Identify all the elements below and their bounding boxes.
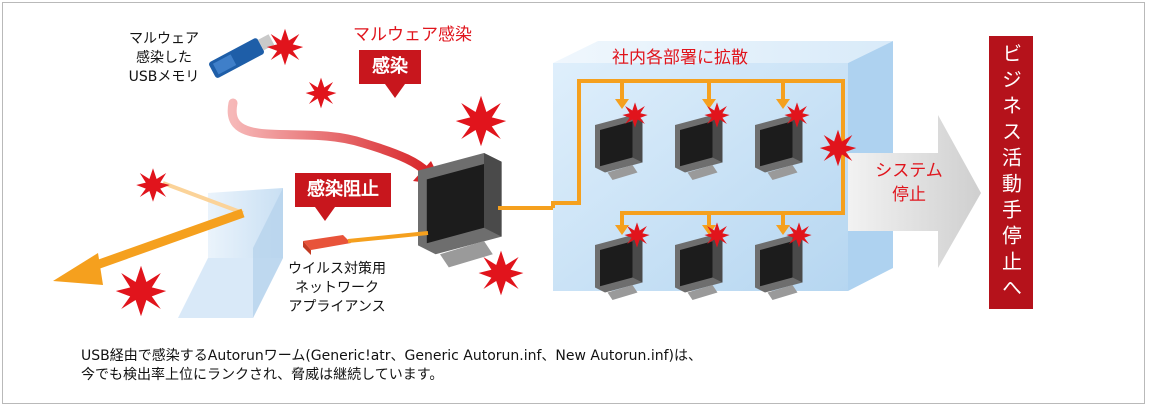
malware-infection-label: マルウェア感染 <box>353 25 472 45</box>
business-stop-text: ビジネス活動手停止へ <box>998 42 1023 303</box>
diagram-canvas <box>53 28 981 318</box>
usb-label-line1: マルウェア <box>129 31 199 47</box>
appliance-label-line2: ネットワーク <box>295 280 379 296</box>
appliance-icon <box>303 231 429 255</box>
business-stop-box: ビジネス活動手停止へ <box>989 36 1033 309</box>
caption-line2: 今でも検出率上位にランクされ、脅威は継続しています。 <box>81 367 444 383</box>
bounce-arrow-icon <box>53 181 245 285</box>
system-stop-line1: システム <box>875 161 943 181</box>
distribution-lines <box>551 79 845 227</box>
spread-label: 社内各部署に拡散 <box>612 48 748 68</box>
infection-callout: 感染 <box>359 50 421 98</box>
appliance-label: ウイルス対策用 ネットワーク アプライアンス <box>275 260 399 317</box>
arrowheads <box>615 99 790 235</box>
usb-stick-icon <box>209 34 275 78</box>
caption: USB経由で感染するAutorunワーム(Generic!atr、Generic… <box>81 347 702 385</box>
system-stop-label: システム 停止 <box>869 159 949 207</box>
system-stop-line2: 停止 <box>892 185 926 205</box>
usb-label-line2: 感染した <box>136 50 192 66</box>
caption-line1: USB経由で感染するAutorunワーム(Generic!atr、Generic… <box>81 348 703 364</box>
block-callout-text: 感染阻止 <box>307 179 379 200</box>
appliance-label-line3: アプライアンス <box>288 299 386 315</box>
appliance-label-line1: ウイルス対策用 <box>288 261 386 277</box>
system-arrow-icon <box>848 115 981 268</box>
usb-label: マルウェア 感染した USBメモリ <box>119 30 209 87</box>
block-callout: 感染阻止 <box>295 173 391 221</box>
computer-icon <box>418 153 502 268</box>
infection-callout-text: 感染 <box>372 56 408 77</box>
usb-label-line3: USBメモリ <box>128 69 200 85</box>
